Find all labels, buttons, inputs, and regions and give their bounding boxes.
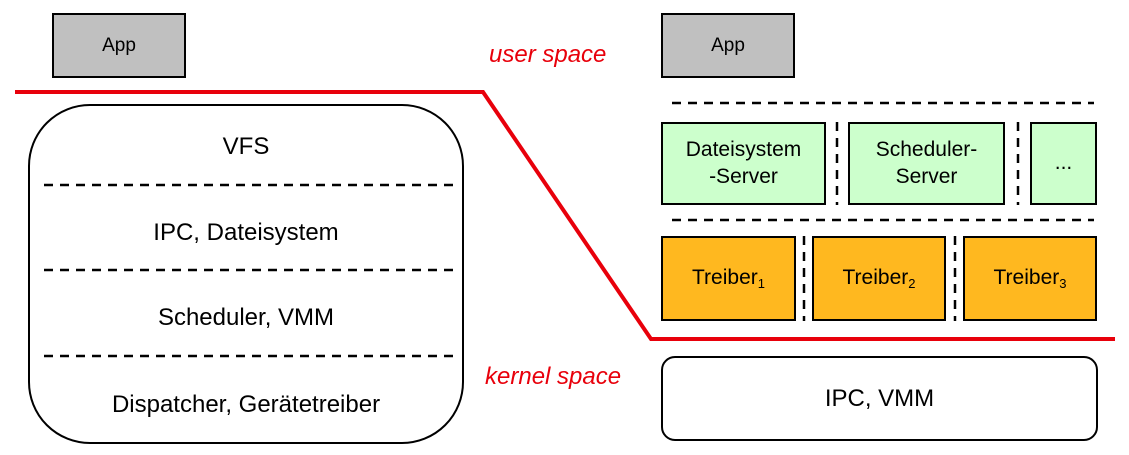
app-box-right: App (661, 13, 795, 78)
kernel-space-label: kernel space (485, 363, 622, 390)
driver-2: Treiber2 (812, 236, 946, 321)
app-label: App (102, 34, 136, 56)
user-kernel-boundary (15, 90, 1115, 341)
server-label: Scheduler- Server (875, 138, 978, 188)
server-scheduler: Scheduler- Server (848, 122, 1005, 205)
app-box-left: App (52, 13, 186, 78)
layer-scheduler-vmm: Scheduler, VMM (157, 304, 335, 331)
driver-label: Treiber3 (993, 266, 1067, 291)
server-dateisystem: Dateisystem -Server (661, 122, 826, 205)
driver-label: Treiber2 (842, 266, 916, 291)
monolithic-kernel (28, 104, 464, 444)
layer-vfs: VFS (222, 133, 270, 160)
app-label: App (711, 34, 745, 56)
layer-ipc-dateisystem: IPC, Dateisystem (153, 219, 339, 246)
server-more: ... (1030, 122, 1097, 205)
layer-dispatcher: Dispatcher, Gerätetreiber (111, 391, 381, 418)
microkernel-box: IPC, VMM (661, 356, 1098, 441)
microkernel-label: IPC, VMM (824, 384, 935, 412)
user-space-label: user space (489, 41, 607, 68)
driver-3: Treiber3 (963, 236, 1097, 321)
driver-1: Treiber1 (661, 236, 796, 321)
server-label: ... (1054, 151, 1073, 175)
server-label: Dateisystem -Server (685, 138, 802, 188)
driver-label: Treiber1 (692, 266, 765, 291)
